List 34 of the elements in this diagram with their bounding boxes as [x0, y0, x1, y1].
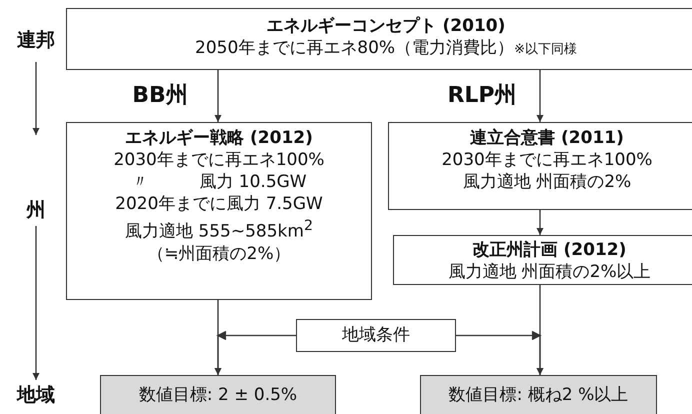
- box-text: （≒州面積の2%）: [146, 242, 292, 265]
- level-label: 地域: [17, 383, 55, 408]
- level-label: 連邦: [17, 28, 55, 53]
- box-heading: エネルギー戦略 (2012): [124, 127, 314, 149]
- target-box: [100, 375, 336, 414]
- condition-box: [296, 319, 456, 352]
- strategy-box: [66, 122, 372, 300]
- target-box: [420, 375, 657, 414]
- box-label: 数値目標: 概ね2 %以上: [448, 384, 630, 406]
- box-text: 2030年までに再エネ100%: [440, 149, 654, 171]
- box-text: 2020年までに風力 7.5GW: [114, 193, 324, 215]
- box-text: 2030年までに再エネ100%: [112, 149, 326, 171]
- arrow: [455, 330, 544, 376]
- agreement-box: [388, 122, 692, 210]
- box-text: 2050年までに再エネ80%（電力消費比）: [195, 38, 514, 58]
- arrow: [536, 210, 544, 235]
- arrow: [214, 70, 222, 122]
- note-text: ※以下同様: [514, 42, 577, 57]
- box-text: 風力適地 555~585km$^{2}$: [124, 217, 314, 243]
- box-text: 〃 風力 10.5GW: [130, 171, 308, 193]
- box-heading: 連立合意書 (2011): [469, 127, 625, 149]
- box-heading: 改正州計画 (2012): [472, 239, 628, 261]
- arrow: [214, 330, 297, 376]
- box-text: 風力適地 州面積の2%以上: [447, 261, 652, 283]
- state-label: RLP州: [447, 82, 517, 110]
- box-label: 数値目標: 2 ± 0.5%: [138, 384, 298, 406]
- arrow: [536, 70, 544, 122]
- state-label: BB州: [132, 82, 188, 110]
- plan-box: [393, 235, 692, 285]
- box-text: 風力適地 州面積の2%: [462, 171, 632, 193]
- concept-box: [66, 8, 692, 70]
- box-label: 地域条件: [341, 324, 411, 347]
- box-heading: エネルギーコンセプト (2010): [266, 15, 506, 37]
- level-label: 州: [26, 198, 46, 223]
